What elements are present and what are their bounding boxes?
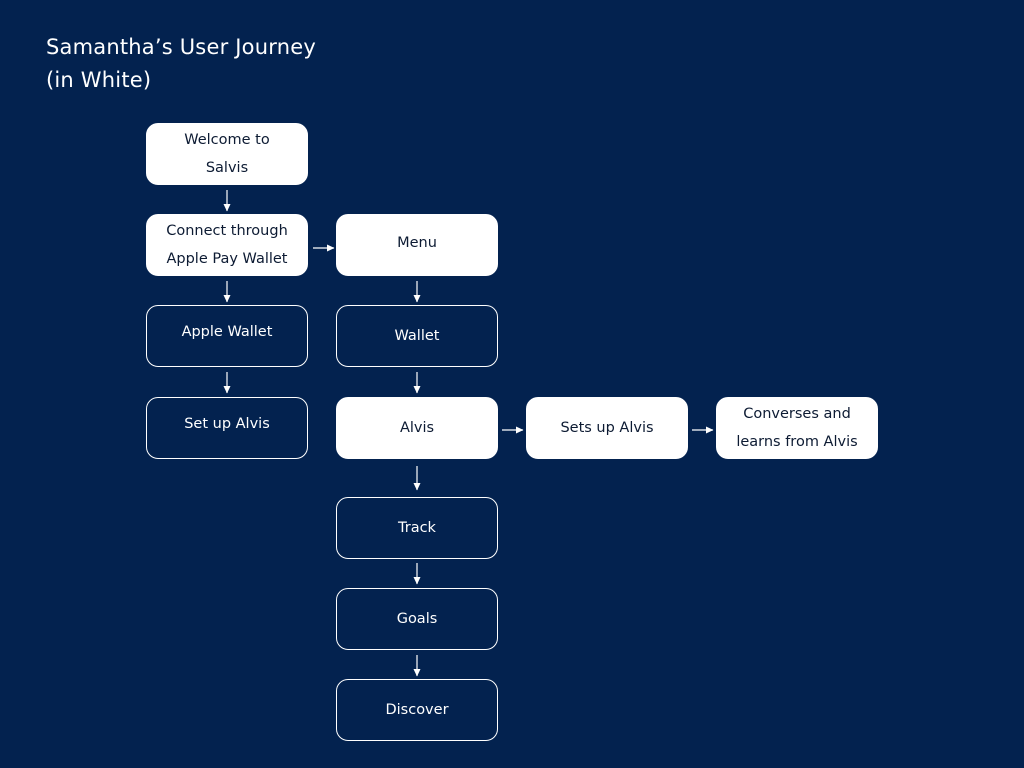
node-welcome-line-2: Salvis xyxy=(205,160,249,176)
node-goals: Goals xyxy=(336,588,498,650)
node-wallet: Wallet xyxy=(336,305,498,367)
node-goals-label: Goals xyxy=(396,611,438,627)
node-wallet-label: Wallet xyxy=(394,328,440,344)
node-set-up-alvis-label: Set up Alvis xyxy=(184,416,270,432)
node-connect-apple-pay-wallet: Connect through Apple Pay Wallet xyxy=(146,214,308,276)
node-sets-up-alvis: Sets up Alvis xyxy=(526,397,688,459)
node-welcome-to-salvis: Welcome to Salvis xyxy=(146,123,308,185)
node-set-up-alvis: Set up Alvis xyxy=(146,397,308,459)
node-discover-label: Discover xyxy=(385,702,449,718)
node-converses-line-1: Converses and xyxy=(743,406,851,422)
title-line-1: Samantha’s User Journey xyxy=(46,35,316,59)
node-alvis-label: Alvis xyxy=(399,420,435,436)
node-menu-label: Menu xyxy=(397,235,437,251)
node-discover: Discover xyxy=(336,679,498,741)
node-alvis: Alvis xyxy=(336,397,498,459)
node-sets-up-alvis-label: Sets up Alvis xyxy=(560,420,654,436)
node-converses-learns-alvis: Converses and learns from Alvis xyxy=(716,397,878,459)
node-connect-line-2: Apple Pay Wallet xyxy=(166,251,288,267)
node-apple-wallet: Apple Wallet xyxy=(146,305,308,367)
node-track-label: Track xyxy=(398,520,436,536)
node-track: Track xyxy=(336,497,498,559)
node-welcome-line-1: Welcome to xyxy=(184,132,270,148)
node-connect-line-1: Connect through xyxy=(166,223,288,239)
title-line-2: (in White) xyxy=(46,68,152,92)
node-converses-line-2: learns from Alvis xyxy=(736,434,858,450)
diagram-title: Samantha’s User Journey (in White) xyxy=(46,31,316,97)
node-menu: Menu xyxy=(336,214,498,276)
node-apple-wallet-label: Apple Wallet xyxy=(181,324,273,340)
